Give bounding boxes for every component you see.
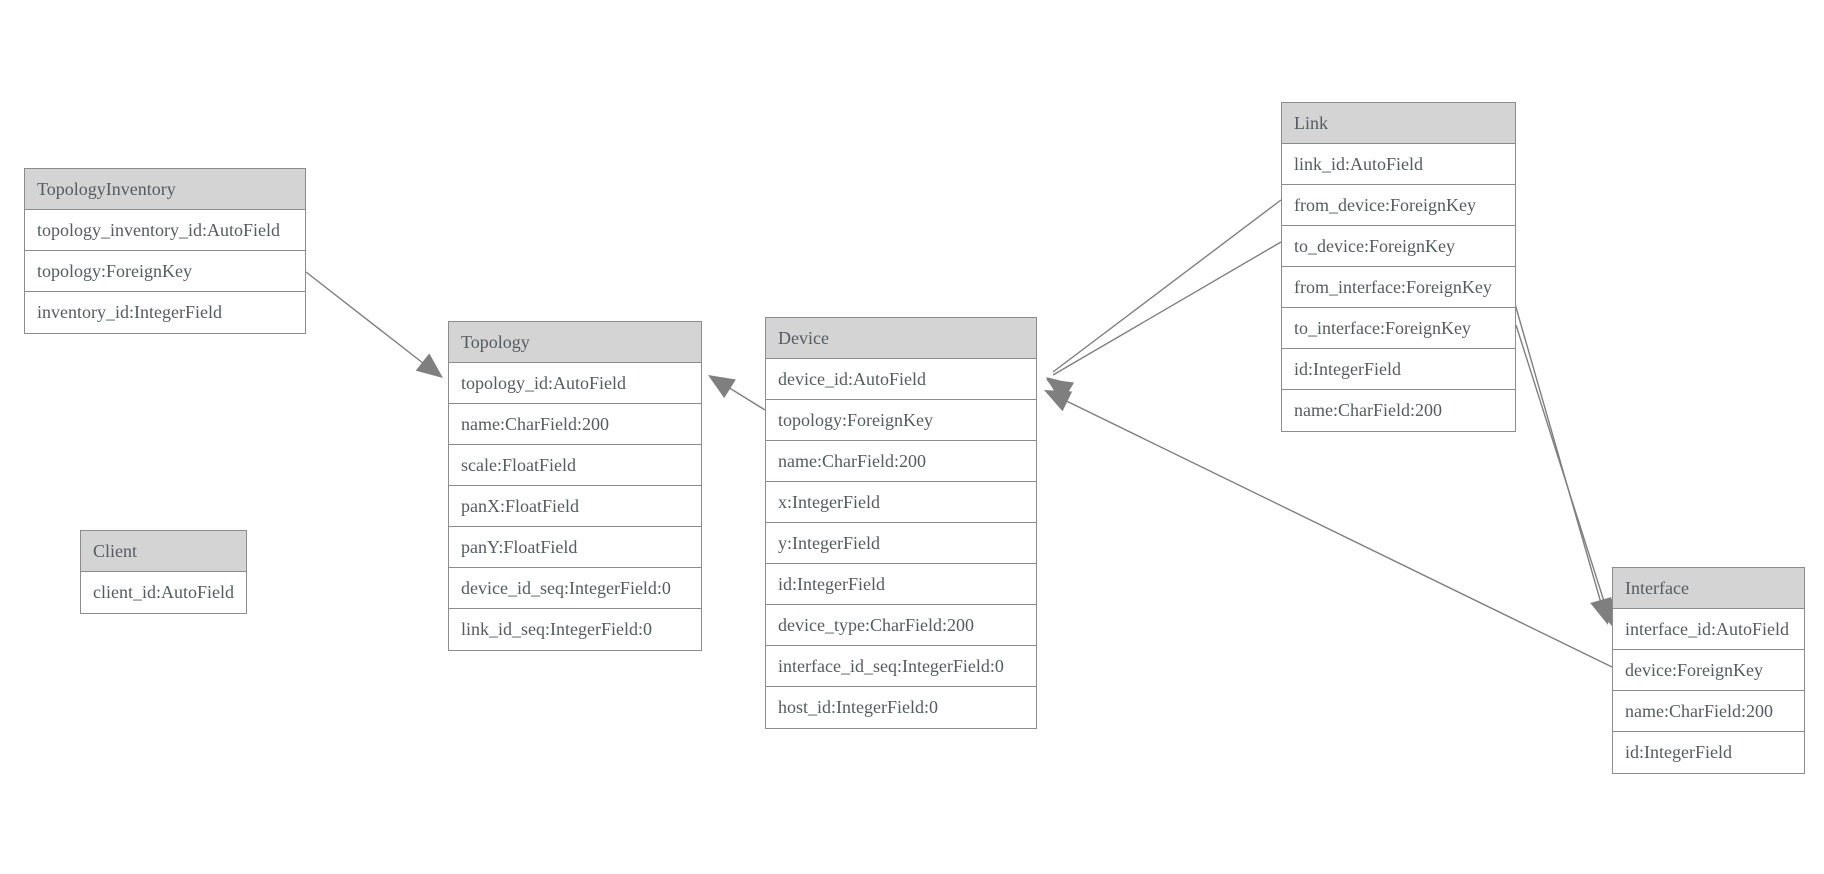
entity-field: device:ForeignKey [1613, 650, 1804, 691]
entity-title-topology_inventory: TopologyInventory [25, 169, 305, 210]
edge-interface-device-to-device [1049, 392, 1613, 668]
arrowhead-device-to-topology [708, 375, 736, 399]
entity-field: to_interface:ForeignKey [1282, 308, 1515, 349]
entity-field: scale:FloatField [449, 445, 701, 486]
entity-field: from_interface:ForeignKey [1282, 267, 1515, 308]
entity-field: id:IntegerField [766, 564, 1036, 605]
entity-field: device_type:CharField:200 [766, 605, 1036, 646]
entity-field: name:CharField:200 [766, 441, 1036, 482]
arrowhead-interface-device-to-device [1044, 390, 1073, 412]
entity-field: id:IntegerField [1282, 349, 1515, 390]
edge-topology_inventory-to-topology [305, 271, 438, 375]
edge-device-to-topology [714, 378, 766, 411]
entity-field: x:IntegerField [766, 482, 1036, 523]
edge-link-from_device-to-device [1052, 199, 1282, 373]
entity-title-link: Link [1282, 103, 1515, 144]
entity-field: topology:ForeignKey [25, 251, 305, 292]
entity-title-topology: Topology [449, 322, 701, 363]
entity-field: topology_id:AutoField [449, 363, 701, 404]
entity-field: topology_inventory_id:AutoField [25, 210, 305, 251]
arrowhead-link-from_device-to-device [1046, 377, 1074, 402]
entity-field: link_id:AutoField [1282, 144, 1515, 185]
edge-link-from_interface-to-interface [1508, 282, 1606, 618]
entity-field: host_id:IntegerField:0 [766, 687, 1036, 728]
entity-field: panX:FloatField [449, 486, 701, 527]
entity-field: client_id:AutoField [81, 572, 246, 613]
entity-field: panY:FloatField [449, 527, 701, 568]
entity-field: id:IntegerField [1613, 732, 1804, 773]
entity-field: interface_id:AutoField [1613, 609, 1804, 650]
entity-field: from_device:ForeignKey [1282, 185, 1515, 226]
entity-field: topology:ForeignKey [766, 400, 1036, 441]
entity-title-client: Client [81, 531, 246, 572]
entity-field: inventory_id:IntegerField [25, 292, 305, 333]
entity-field: link_id_seq:IntegerField:0 [449, 609, 701, 650]
edge-link-to_device-to-device [1052, 241, 1282, 376]
entity-field: y:IntegerField [766, 523, 1036, 564]
arrowhead-link-to_device-to-device [1046, 379, 1075, 402]
entity-field: device_id_seq:IntegerField:0 [449, 568, 701, 609]
entity-field: name:CharField:200 [1613, 691, 1804, 732]
entity-title-interface: Interface [1613, 568, 1804, 609]
entity-field: name:CharField:200 [449, 404, 701, 445]
entity-field: interface_id_seq:IntegerField:0 [766, 646, 1036, 687]
entity-field: device_id:AutoField [766, 359, 1036, 400]
entity-field: to_device:ForeignKey [1282, 226, 1515, 267]
entity-field: name:CharField:200 [1282, 390, 1515, 431]
entity-title-device: Device [766, 318, 1036, 359]
arrowhead-topology_inventory-to-topology [415, 353, 443, 378]
edge-link-to_interface-to-interface [1515, 324, 1610, 618]
